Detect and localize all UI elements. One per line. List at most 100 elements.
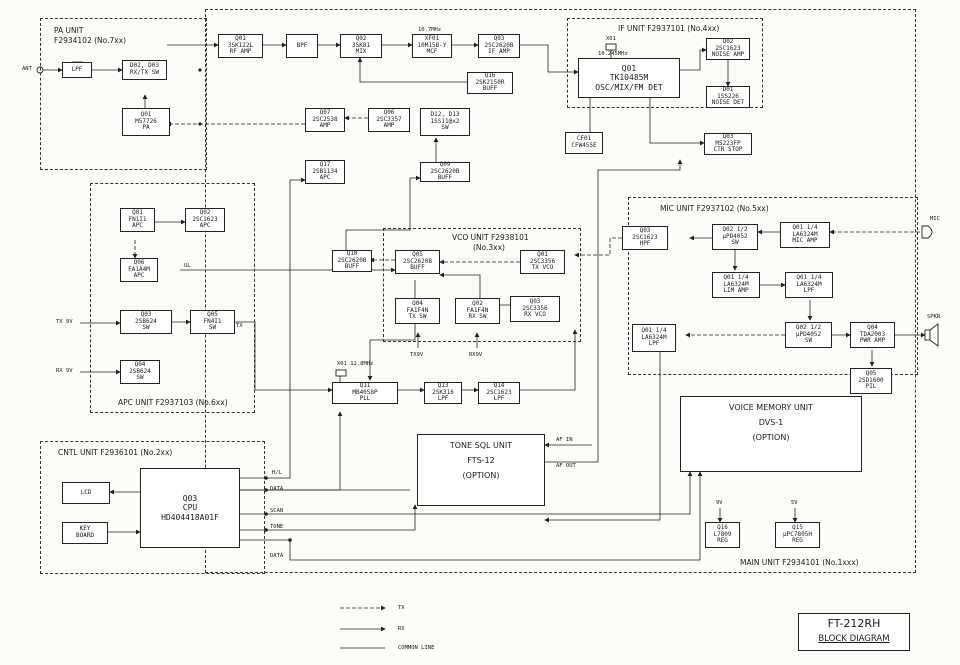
block-text: 2SC1623 (486, 388, 512, 396)
block-text: PIL (865, 383, 877, 391)
block-text: D12, D13 (430, 110, 460, 118)
block-text: LA6324M (792, 230, 818, 238)
block-text: 1SS11@x2 (430, 117, 460, 125)
block-text: NOISE AMP (711, 51, 745, 59)
block-text: M57726 (135, 117, 157, 125)
block-text: BUFF (344, 263, 360, 271)
data-label-1: DATA (270, 486, 284, 492)
legend-rx: RX (398, 626, 405, 632)
block-text: Q03 (529, 297, 541, 305)
block-text: D01 (722, 85, 734, 93)
9v-label: 9V (716, 500, 723, 506)
block-text: μPD4052 (795, 330, 822, 338)
block-text: LA6324M (641, 333, 667, 341)
block-text: MB4058P (352, 388, 378, 396)
legend-tx: TX (398, 605, 405, 611)
block-text: Q07 (319, 108, 331, 116)
block-text: Q06 (133, 258, 145, 266)
block-text: RX VCO (524, 311, 546, 319)
tx9v-vco-label: TX9V (410, 352, 424, 358)
block-text: HPF (639, 240, 651, 248)
speaker-icon (924, 323, 939, 347)
block-text: Q02 (199, 208, 211, 216)
block-text: AMP (319, 122, 331, 130)
block-text: NOISE DET (711, 99, 745, 107)
block-text: Q04 (412, 299, 423, 307)
block-text: CFW455E (571, 142, 597, 149)
block-text: Q15 (792, 523, 803, 531)
block-text: 1SS226 (717, 92, 739, 100)
microphone-icon (921, 225, 933, 239)
block-text: 2SD1600 (858, 376, 884, 384)
pa-unit-label: PA UNIT (54, 26, 84, 35)
block-text: 2SB624 (135, 317, 157, 325)
block-text: APC (319, 174, 331, 182)
wire-q14-vco (520, 329, 578, 391)
block-text: CTR STOP (713, 146, 743, 154)
if-unit-frame (567, 18, 763, 108)
block-text: Q03 (722, 132, 734, 140)
block-text: KEY (79, 525, 91, 533)
block-text: 2SC3357 (376, 115, 402, 123)
block-text: FN1I1 (128, 215, 147, 223)
block-text: BUFF (482, 85, 498, 93)
block-text: 2SK316 (432, 388, 454, 396)
block-text: HD404418A01F (161, 512, 219, 522)
block-text: Q05 (207, 310, 218, 318)
block-text: Q02 1/2 (795, 323, 822, 331)
tx9v-apc-label: TX 9V (56, 319, 73, 325)
block-text: Q05 (865, 369, 877, 377)
block-text: LPF (803, 287, 815, 295)
block-text: FA1F4N (466, 306, 489, 314)
block-text: LPF (437, 395, 449, 403)
block-text: 2SC3356 (522, 304, 548, 312)
block-text: 3SK122L (227, 41, 254, 49)
block-text: μPD4052 (722, 232, 748, 240)
main-unit-label: MAIN UNIT F2934101 (No.1xxx) (740, 558, 859, 567)
block-text: SW (136, 374, 144, 382)
block-text: LCD (80, 488, 92, 496)
legend-lines (340, 605, 386, 649)
scan-label: SCAN (270, 508, 284, 514)
block-text: APC (133, 272, 145, 280)
block-text: Q09 (439, 160, 451, 168)
block-text: OSC/MIX/FM DET (595, 82, 663, 92)
ul-label: UL (184, 263, 191, 269)
block-text: Q01 (140, 110, 152, 118)
block-text: SW (142, 324, 150, 332)
block-text: 2SC2620B (484, 41, 514, 49)
wire-hpf-vco (574, 237, 622, 258)
if-unit-label: IF UNIT F2937101 (No.4xx) (618, 24, 720, 33)
block-text: L7809 (713, 530, 732, 538)
rx9v-apc-label: RX 9V (56, 368, 73, 374)
block-text: FN4I1 (203, 317, 222, 325)
block-text: Q16 (717, 523, 728, 531)
block-text: Q02 (722, 37, 734, 45)
block-text: 2SC3356 (529, 257, 556, 265)
wire-q16-mix (357, 57, 467, 83)
block-text: Q11 (359, 381, 371, 389)
block-text: BUFF (437, 174, 453, 182)
block-text: IF AMP (488, 48, 510, 56)
block-text: PWR AMP (859, 337, 886, 345)
tx-label: TX (236, 323, 243, 329)
block-text: 2SC2620B (403, 257, 432, 265)
x01-label: X01 (606, 36, 616, 42)
rx9v-vco-label: RX9V (469, 352, 483, 358)
block-text: Q02 (472, 299, 483, 307)
